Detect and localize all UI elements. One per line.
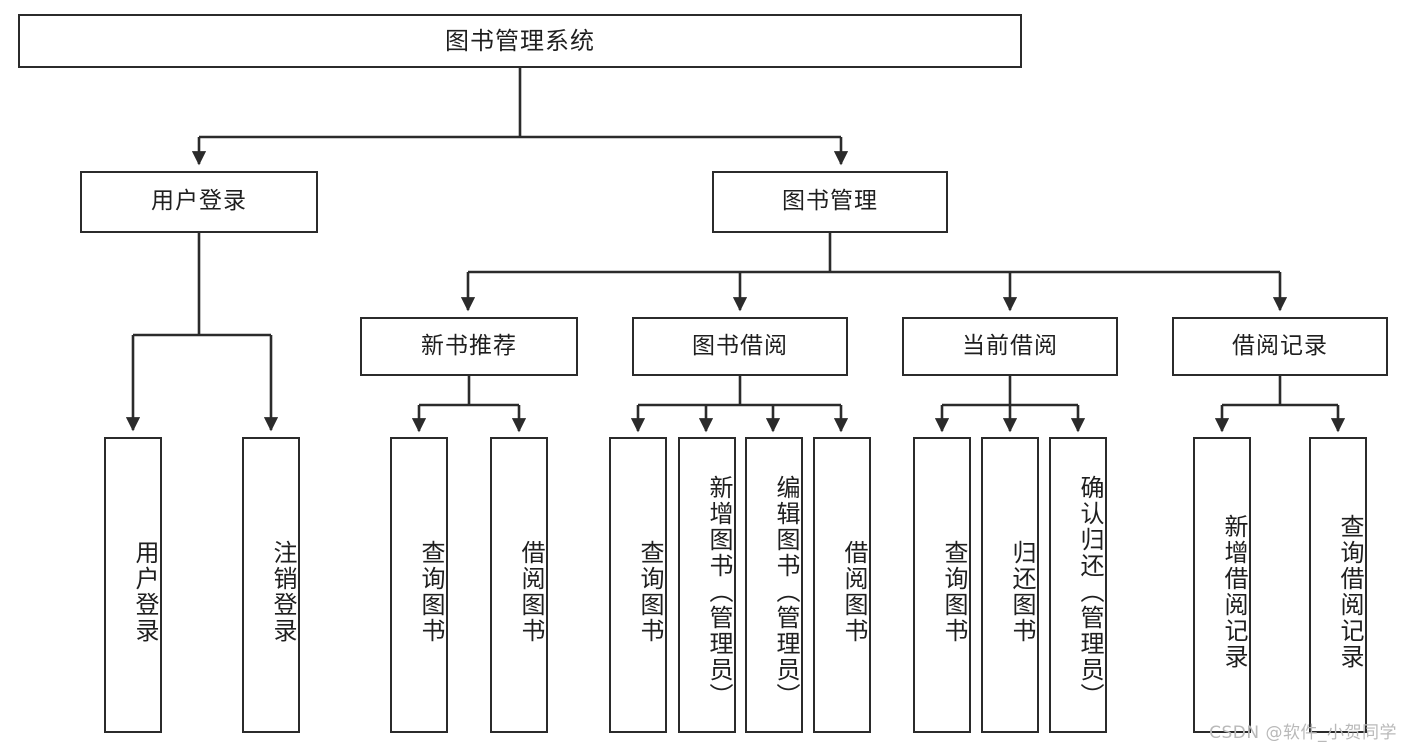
leaf-add-book-admin[interactable]: 新增图书（管理员）: [678, 437, 736, 733]
leaf-logout[interactable]: 注销登录: [242, 437, 300, 733]
leaf-query-books-borrow[interactable]: 查询图书: [609, 437, 667, 733]
leaf-borrow-book[interactable]: 借阅图书: [813, 437, 871, 733]
node-user-login[interactable]: 用户登录: [80, 171, 318, 233]
leaf-add-borrow-record[interactable]: 新增借阅记录: [1193, 437, 1251, 733]
leaf-query-books-new[interactable]: 查询图书: [390, 437, 448, 733]
leaf-confirm-return-admin[interactable]: 确认归还（管理员）: [1049, 437, 1107, 733]
leaf-query-borrow-record[interactable]: 查询借阅记录: [1309, 437, 1367, 733]
node-new-book-recommend[interactable]: 新书推荐: [360, 317, 578, 376]
leaf-return-book[interactable]: 归还图书: [981, 437, 1039, 733]
leaf-edit-book-admin[interactable]: 编辑图书（管理员）: [745, 437, 803, 733]
node-book-borrow[interactable]: 图书借阅: [632, 317, 848, 376]
node-borrow-records[interactable]: 借阅记录: [1172, 317, 1388, 376]
watermark: CSDN @软件_小贺同学: [1209, 723, 1397, 743]
leaf-user-login[interactable]: 用户登录: [104, 437, 162, 733]
node-current-borrow[interactable]: 当前借阅: [902, 317, 1118, 376]
leaf-query-books-current[interactable]: 查询图书: [913, 437, 971, 733]
node-root[interactable]: 图书管理系统: [18, 14, 1022, 68]
node-book-management[interactable]: 图书管理: [712, 171, 948, 233]
leaf-borrow-books-new[interactable]: 借阅图书: [490, 437, 548, 733]
